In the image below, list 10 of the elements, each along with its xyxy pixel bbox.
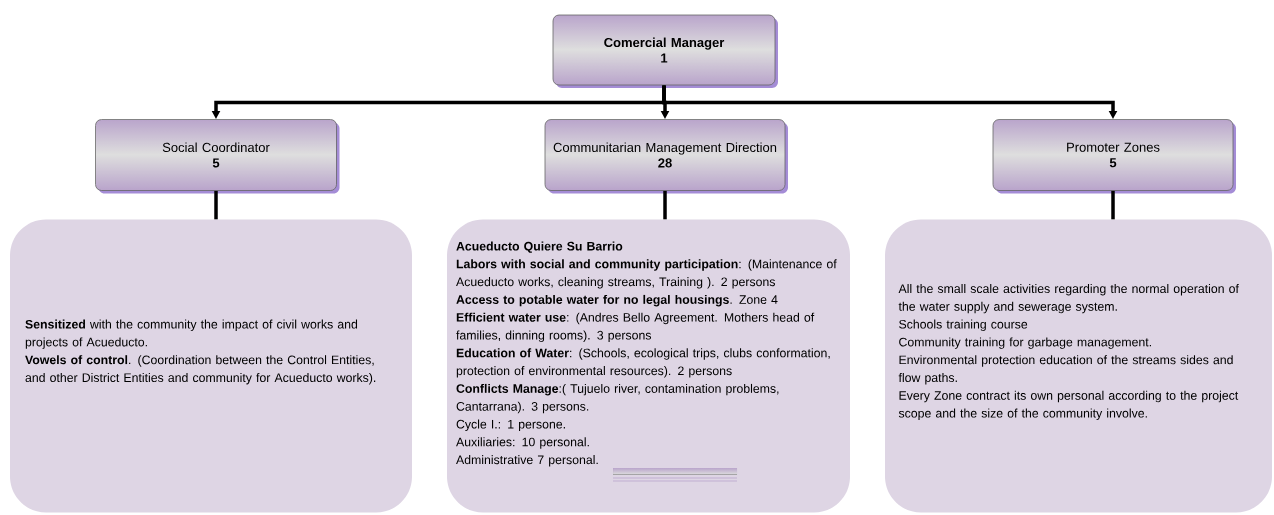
description-panel: All the small scale activities regarding the normal operation of the water supply and sewerage system. Schools training course Community training for garbage management. Environmental protection education of the streams sides and flow paths. Every Zone contract its own personal according to the project scope and the size of the community involve. [885,219,1272,513]
connector [214,190,218,220]
connector [663,190,667,220]
connector [1111,190,1115,220]
position-box: Communitarian Management Direction 28 [544,119,788,194]
description-panel: Acueducto Quiere Su Barrio Labors with social and community participation: (Maintenance of Acueducto works, cleaning streams, Training ). 2 persons Access to potable water for no legal housings. Zone 4 Efficient water use: (Andres Bello Agreement. Mothers head of families, dinning rooms). 3 persons Education of Water: (Schools, ecological trips, clubs conformation, protection of environmental resources). 2 persons Conflicts Manage:( Tujuelo river, contamination problems, Cantarrana). 3 persons. Cycle I.: 1 persone. Auxiliaries: 10 personal. Administrative 7 personal. [447,219,850,513]
position-box: Comercial Manager 1 [552,14,778,88]
position-box: Promoter Zones 5 [992,119,1236,194]
position-box: Social Coordinator 5 [95,119,340,194]
description-panel: Sensitized with the community the impact of civil works and projects of Acueducto. Vowels of control. (Coordination between the Control Entities, and other District Entities and community for Acueducto works). [10,219,412,513]
